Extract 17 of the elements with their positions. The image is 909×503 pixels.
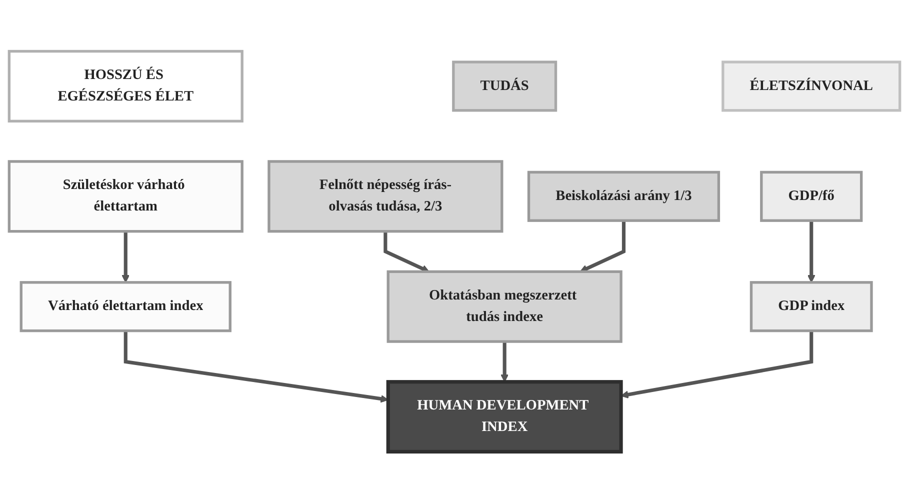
node-box: GDP index xyxy=(750,281,873,332)
arrow xyxy=(500,342,509,382)
node-box: Oktatásban megszerzett tudás indexe xyxy=(386,270,622,343)
node-box: HUMAN DEVELOPMENT INDEX xyxy=(386,380,623,454)
arrow xyxy=(122,231,130,283)
node-box: Várható élettartam index xyxy=(20,281,232,332)
arrow xyxy=(124,330,388,403)
node-box: Születéskor várható élettartam xyxy=(8,160,244,233)
node-box: Felnőtt népesség írás-olvasás tudása, 2/3 xyxy=(268,160,504,233)
node-box: HOSSZÚ ÉS EGÉSZSÉGES ÉLET xyxy=(8,50,244,122)
node-box: ÉLETSZÍNVONAL xyxy=(722,60,902,112)
arrow xyxy=(807,220,816,283)
arrow xyxy=(580,220,626,272)
node-box: Beiskolázási arány 1/3 xyxy=(527,170,720,222)
node-box: TUDÁS xyxy=(452,60,558,112)
node-box: GDP/fő xyxy=(760,170,863,222)
arrow xyxy=(384,231,430,272)
